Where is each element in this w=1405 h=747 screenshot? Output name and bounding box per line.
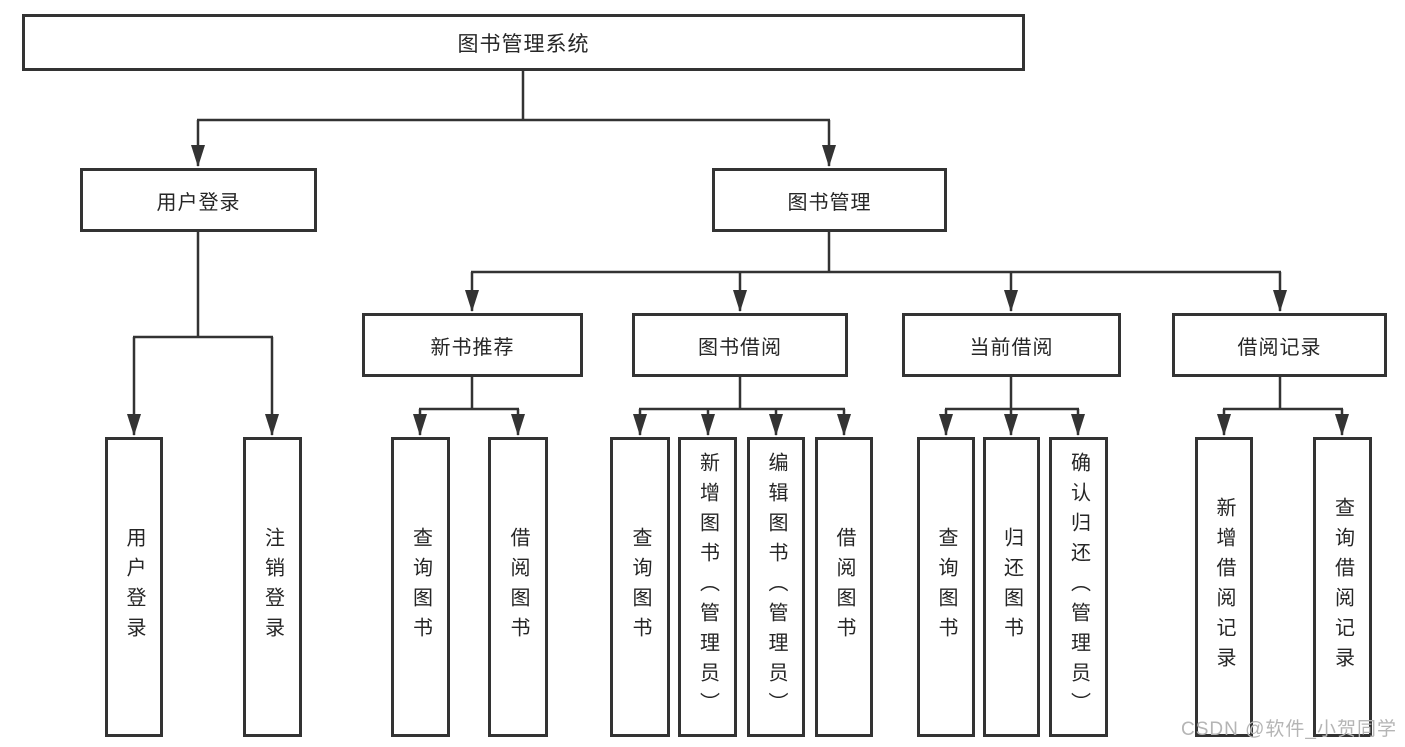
leaf-borrow-book-recommend: 借阅图书 bbox=[488, 437, 548, 737]
node-book-borrow: 图书借阅 bbox=[632, 313, 848, 377]
leaf-logout-login: 注销登录 bbox=[243, 437, 302, 737]
node-label: 图书借阅 bbox=[698, 336, 782, 359]
leaf-add-borrow-record: 新增借阅记录 bbox=[1195, 437, 1253, 737]
csdn-watermark: CSDN @软件_小贺同学 bbox=[1181, 719, 1397, 740]
leaf-query-book-borrow: 查询图书 bbox=[610, 437, 670, 737]
node-label: 图书管理系统 bbox=[457, 32, 590, 56]
node-label: 新增借阅记录 bbox=[1213, 497, 1235, 677]
node-library-management-system: 图书管理系统 bbox=[22, 14, 1025, 71]
node-label: 查询图书 bbox=[409, 527, 432, 647]
node-label: 借阅图书 bbox=[833, 527, 855, 647]
node-borrow-record: 借阅记录 bbox=[1172, 313, 1387, 377]
node-label: 查询借阅记录 bbox=[1331, 497, 1354, 677]
leaf-confirm-return-admin: 确认归还（管理员） bbox=[1049, 437, 1108, 737]
node-label: 归还图书 bbox=[1000, 527, 1023, 647]
node-label: 借阅图书 bbox=[507, 527, 529, 647]
leaf-query-borrow-record: 查询借阅记录 bbox=[1313, 437, 1372, 737]
leaf-query-book-recommend: 查询图书 bbox=[391, 437, 450, 737]
leaf-edit-book-admin: 编辑图书（管理员） bbox=[747, 437, 805, 737]
node-label: 查询图书 bbox=[629, 527, 651, 647]
node-user-login: 用户登录 bbox=[80, 168, 317, 232]
node-label: 借阅记录 bbox=[1237, 336, 1322, 359]
node-label: 用户登录 bbox=[123, 527, 145, 647]
node-label: 用户登录 bbox=[156, 191, 241, 214]
node-label: 查询图书 bbox=[935, 527, 957, 647]
leaf-query-book-current: 查询图书 bbox=[917, 437, 975, 737]
node-label: 图书管理 bbox=[787, 191, 872, 214]
node-label: 确认归还（管理员） bbox=[1067, 452, 1090, 722]
node-book-management: 图书管理 bbox=[712, 168, 947, 232]
node-label: 当前借阅 bbox=[969, 336, 1054, 359]
leaf-add-book-admin: 新增图书（管理员） bbox=[678, 437, 737, 737]
node-label: 新增图书（管理员） bbox=[696, 452, 719, 722]
node-new-book-recommend: 新书推荐 bbox=[362, 313, 583, 377]
leaf-user-login: 用户登录 bbox=[105, 437, 163, 737]
node-label: 编辑图书（管理员） bbox=[765, 452, 787, 722]
leaf-return-book: 归还图书 bbox=[983, 437, 1040, 737]
leaf-borrow-book: 借阅图书 bbox=[815, 437, 873, 737]
node-current-borrow: 当前借阅 bbox=[902, 313, 1121, 377]
node-label: 注销登录 bbox=[261, 527, 284, 647]
node-label: 新书推荐 bbox=[430, 336, 515, 359]
